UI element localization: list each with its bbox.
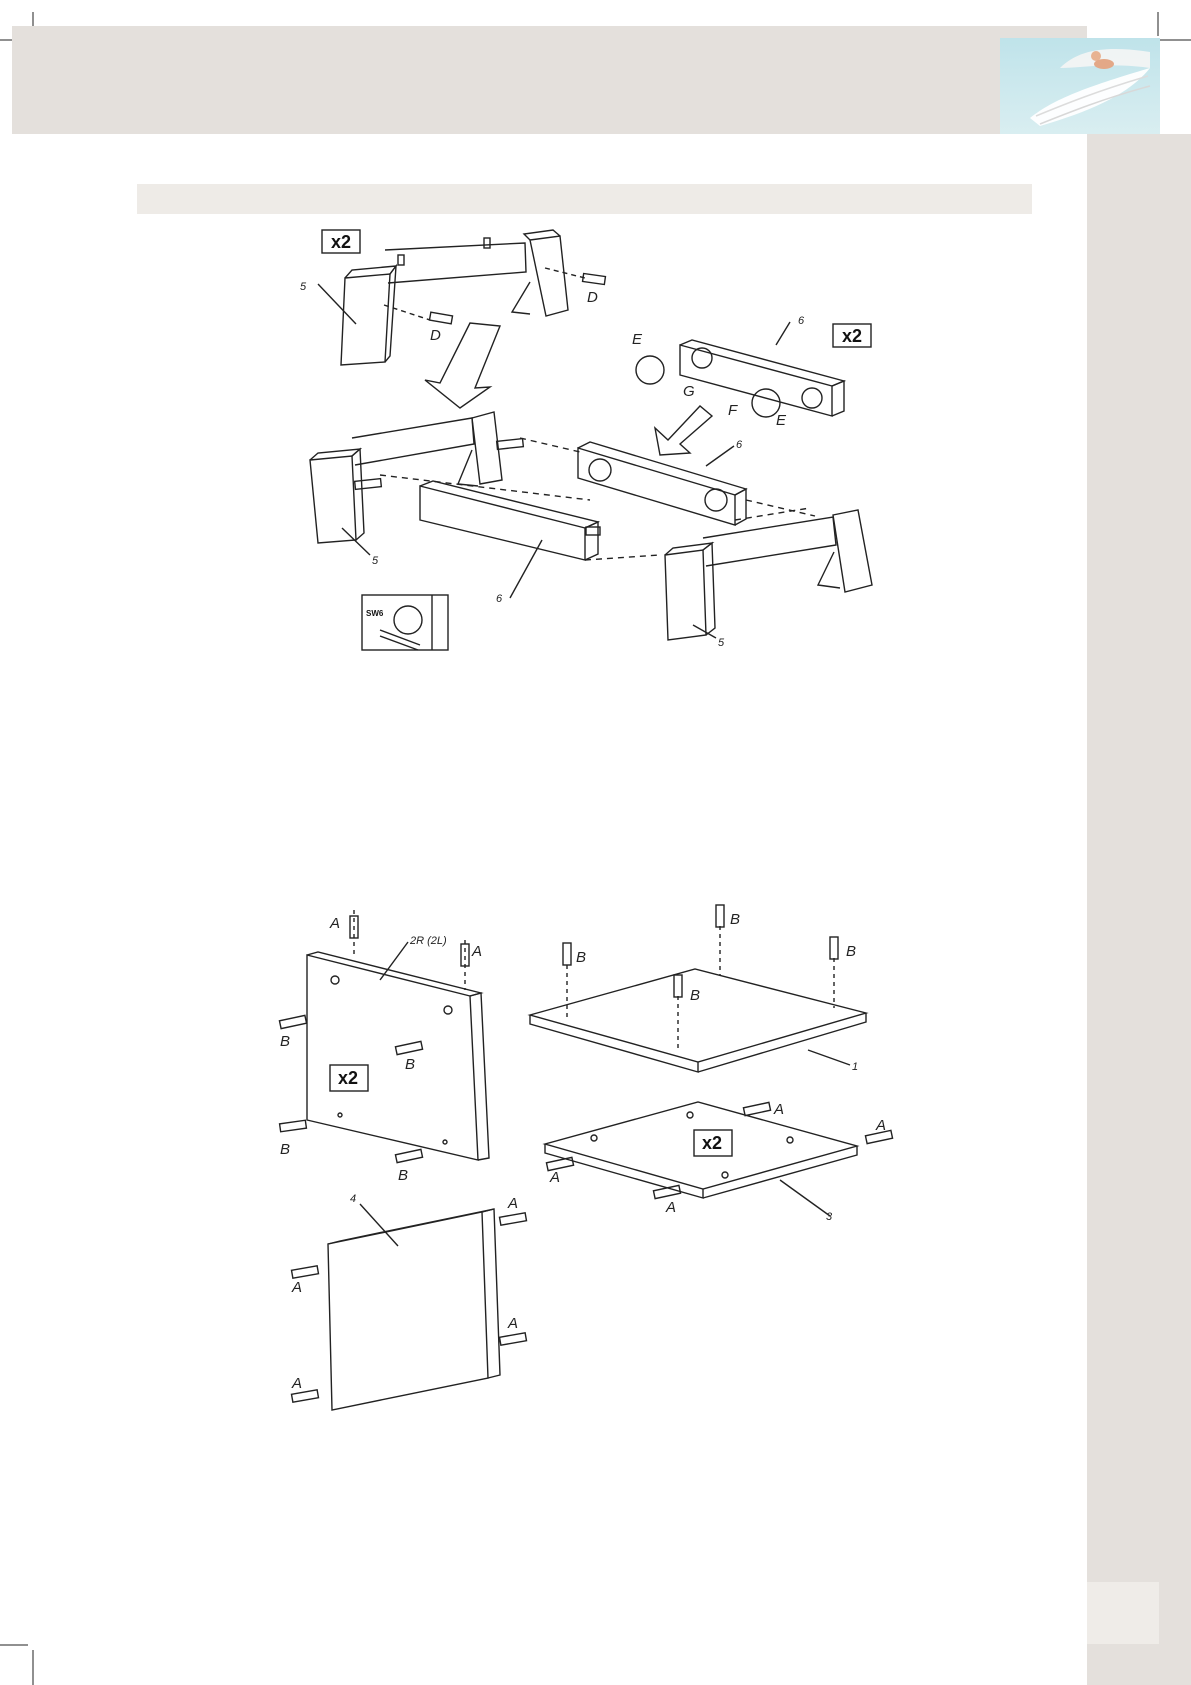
label-a3: A (773, 1101, 784, 1118)
qty-bottom-panel: x2 (702, 1133, 722, 1153)
label-a8: A (507, 1315, 518, 1332)
label-a6: A (665, 1199, 676, 1216)
label-b7: B (846, 943, 856, 960)
label-a1: A (329, 915, 340, 932)
label-b1: B (280, 1033, 290, 1050)
label-a9: A (291, 1279, 302, 1296)
label-a7: A (507, 1195, 518, 1212)
label-a4: A (875, 1117, 886, 1134)
label-b4: B (398, 1167, 408, 1184)
label-a2: A (471, 943, 482, 960)
label-part-2: 2R (2L) (409, 935, 447, 947)
label-part-1: 1 (852, 1061, 858, 1073)
label-part-4: 4 (350, 1193, 356, 1205)
label-a10: A (291, 1375, 302, 1392)
label-b6: B (730, 911, 740, 928)
label-b8: B (690, 987, 700, 1004)
label-a5: A (549, 1169, 560, 1186)
qty-side-panel: x2 (338, 1068, 358, 1088)
label-part-3: 3 (826, 1211, 833, 1223)
label-b2: B (405, 1056, 415, 1073)
label-b3: B (280, 1141, 290, 1158)
label-b5: B (576, 949, 586, 966)
